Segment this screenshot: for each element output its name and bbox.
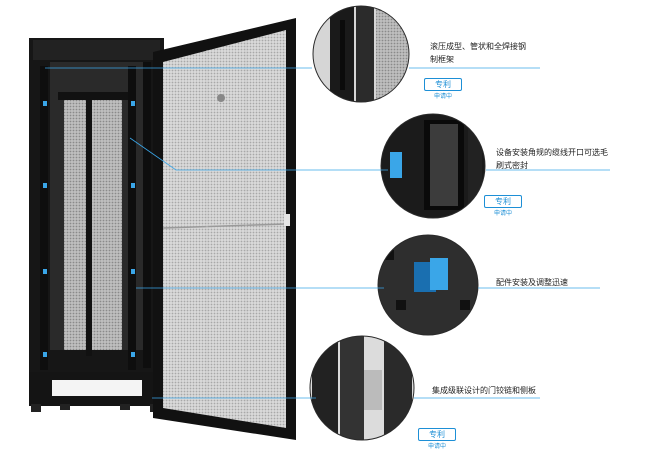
feature-accessory-line1: 配件安装及调整迅速: [496, 278, 568, 287]
feature-brush-line2: 刷式密封: [496, 161, 528, 170]
feature-frame-line2: 制框架: [430, 55, 454, 64]
callout-hinge: [309, 335, 415, 441]
rack-cabinet: [29, 38, 164, 412]
callout-cable-brush: [380, 113, 486, 219]
feature-hinge-line1: 集成级联设计的门铰链和侧板: [432, 386, 536, 395]
patent-badge: 专利: [424, 78, 462, 91]
feature-frame-text: 滚压成型、管状和全焊接钢 制框架: [430, 40, 526, 66]
feature-brush-text: 设备安装角规的缆线开口可选毛 刷式密封: [496, 146, 608, 172]
front-door: [153, 18, 296, 440]
feature-accessory-text: 配件安装及调整迅速: [496, 276, 568, 289]
feature-hinge-text: 集成级联设计的门铰链和侧板: [432, 384, 536, 397]
feature-brush-line1: 设备安装角规的缆线开口可选毛: [496, 148, 608, 157]
callout-accessory-mount: [377, 234, 479, 336]
callout-frame-detail: [312, 5, 410, 103]
patent-badge: 专利: [484, 195, 522, 208]
patent-status: 申请中: [427, 443, 446, 450]
patent-status: 申请中: [433, 93, 452, 100]
patent-badge: 专利: [418, 428, 456, 441]
feature-frame-line1: 滚压成型、管状和全焊接钢: [430, 42, 526, 51]
patent-status: 申请中: [493, 210, 512, 217]
leader-lines: [45, 67, 610, 399]
